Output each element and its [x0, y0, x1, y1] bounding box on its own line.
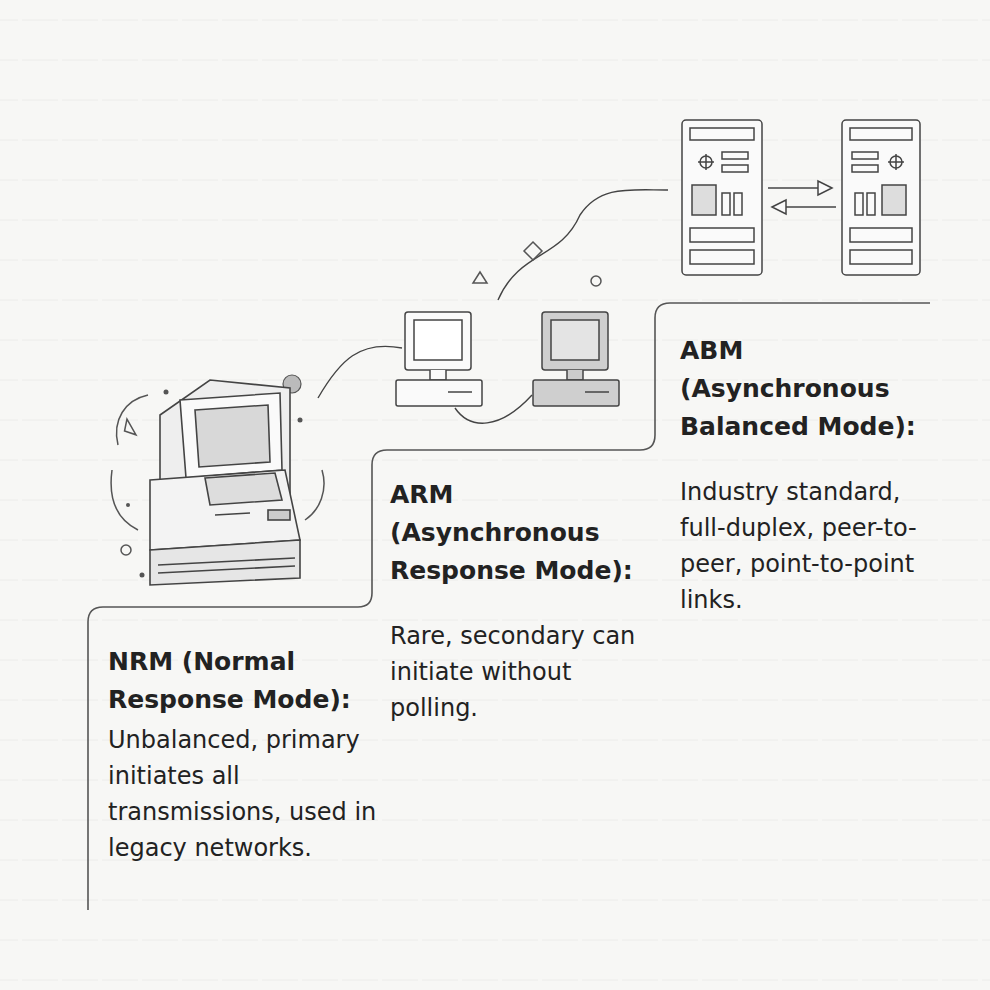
desktop-icon	[533, 312, 619, 406]
server-rack	[682, 120, 762, 275]
server-rack	[842, 120, 920, 275]
desktop-icon	[396, 312, 482, 406]
terminal-icon	[150, 380, 300, 585]
mode-heading: ABM (Asynchronous Balanced Mode):	[680, 332, 942, 446]
mode-heading: ARM (Asynchronous Response Mode):	[390, 476, 648, 590]
mode-description: Unbalanced, primary initiates all transm…	[108, 722, 380, 866]
link-arrows	[768, 181, 836, 214]
mode-description: Rare, secondary can initiate without pol…	[390, 618, 648, 726]
mode-heading: NRM (Normal Response Mode):	[108, 643, 383, 719]
mode-description: Industry standard, full-duplex, peer-to-…	[680, 474, 925, 618]
